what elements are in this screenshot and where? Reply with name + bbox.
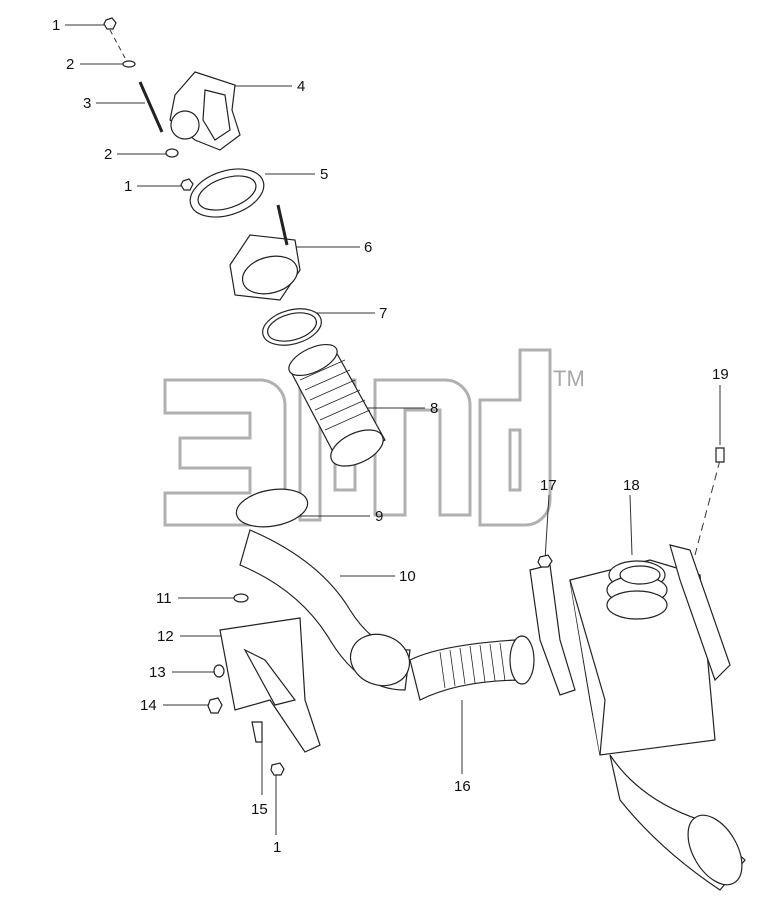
callout-15: 15	[251, 801, 268, 818]
callout-3: 3	[83, 95, 92, 112]
callout-9: 9	[375, 508, 384, 525]
callout-2-top: 2	[66, 56, 75, 73]
callout-5: 5	[320, 166, 329, 183]
callout-1-middle: 1	[124, 178, 133, 195]
callout-10: 10	[399, 568, 416, 585]
callout-12: 12	[157, 628, 174, 645]
callout-14: 14	[140, 697, 157, 714]
callout-4: 4	[297, 78, 306, 95]
parts-drawing	[103, 17, 746, 891]
callout-16: 16	[454, 778, 471, 795]
callout-8: 8	[430, 400, 439, 417]
callout-13: 13	[149, 664, 166, 681]
leader-lines	[65, 24, 721, 835]
callout-1-top: 1	[52, 17, 61, 34]
callout-7: 7	[379, 305, 388, 322]
callout-11: 11	[156, 590, 172, 607]
callout-2-middle: 2	[104, 146, 113, 163]
watermark-trademark: TM	[553, 366, 585, 391]
callout-18: 18	[623, 477, 640, 494]
callout-19: 19	[712, 366, 729, 383]
callout-17: 17	[540, 477, 557, 494]
callout-6: 6	[364, 239, 373, 256]
callout-1-bottom: 1	[273, 839, 282, 856]
